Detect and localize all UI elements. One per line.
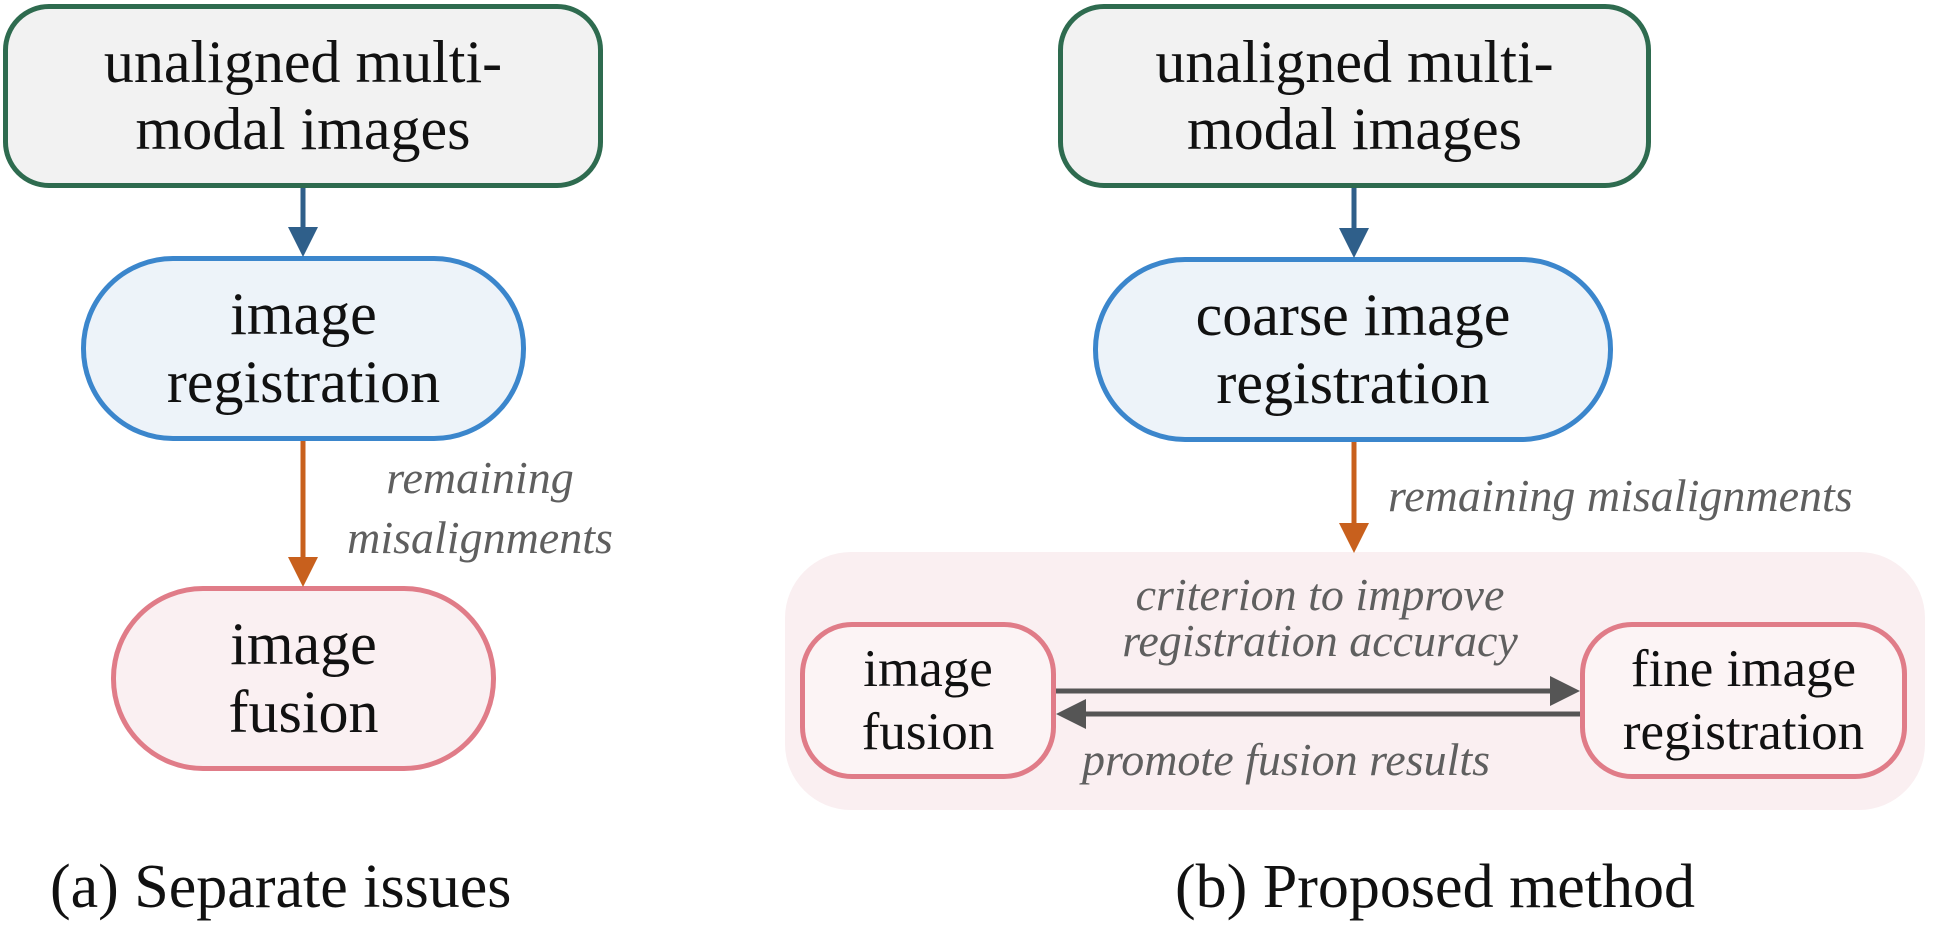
left-fusion-box: image fusion	[111, 586, 496, 771]
left-registration-line2: registration	[166, 348, 441, 415]
criterion-label: criterion to improve registration accura…	[1055, 572, 1585, 664]
right-input-line1: unaligned multi-	[1155, 28, 1554, 95]
right-registration-line2: registration	[1216, 349, 1490, 416]
right-registration-box: coarse image registration	[1093, 257, 1613, 442]
left-registration-box: image registration	[81, 256, 526, 441]
right-fine-line2: registration	[1622, 702, 1865, 761]
right-caption: (b) Proposed method	[1175, 853, 1696, 921]
left-fusion-line1: image	[230, 611, 377, 678]
left-remaining-line1: remaining	[386, 452, 574, 503]
right-input-line2: modal images	[1187, 96, 1522, 162]
right-fine-line1: fine image	[1630, 639, 1857, 698]
left-registration-line1: image	[230, 281, 377, 348]
left-input-line1: unaligned multi-	[103, 28, 503, 95]
right-fine-registration-box: fine image registration	[1580, 622, 1907, 779]
criterion-line2: registration accuracy	[1122, 615, 1518, 666]
left-fusion-line2: fusion	[228, 678, 379, 745]
right-fusion-line1: image	[863, 639, 993, 698]
left-remaining-label: remaining misalignments	[300, 448, 660, 568]
right-remaining-label: remaining misalignments	[1388, 470, 1853, 521]
right-input-box: unaligned multi- modal images	[1058, 4, 1651, 188]
left-caption: (a) Separate issues	[50, 853, 512, 921]
right-registration-line1: coarse image	[1195, 282, 1511, 349]
left-input-box: unaligned multi- modal images	[3, 4, 603, 188]
criterion-line1: criterion to improve	[1135, 569, 1505, 620]
right-fusion-box: image fusion	[800, 622, 1056, 779]
left-remaining-line2: misalignments	[347, 511, 613, 563]
left-input-line2: modal images	[135, 96, 471, 162]
right-fusion-line2: fusion	[861, 702, 995, 761]
promote-label: promote fusion results	[1082, 734, 1491, 785]
